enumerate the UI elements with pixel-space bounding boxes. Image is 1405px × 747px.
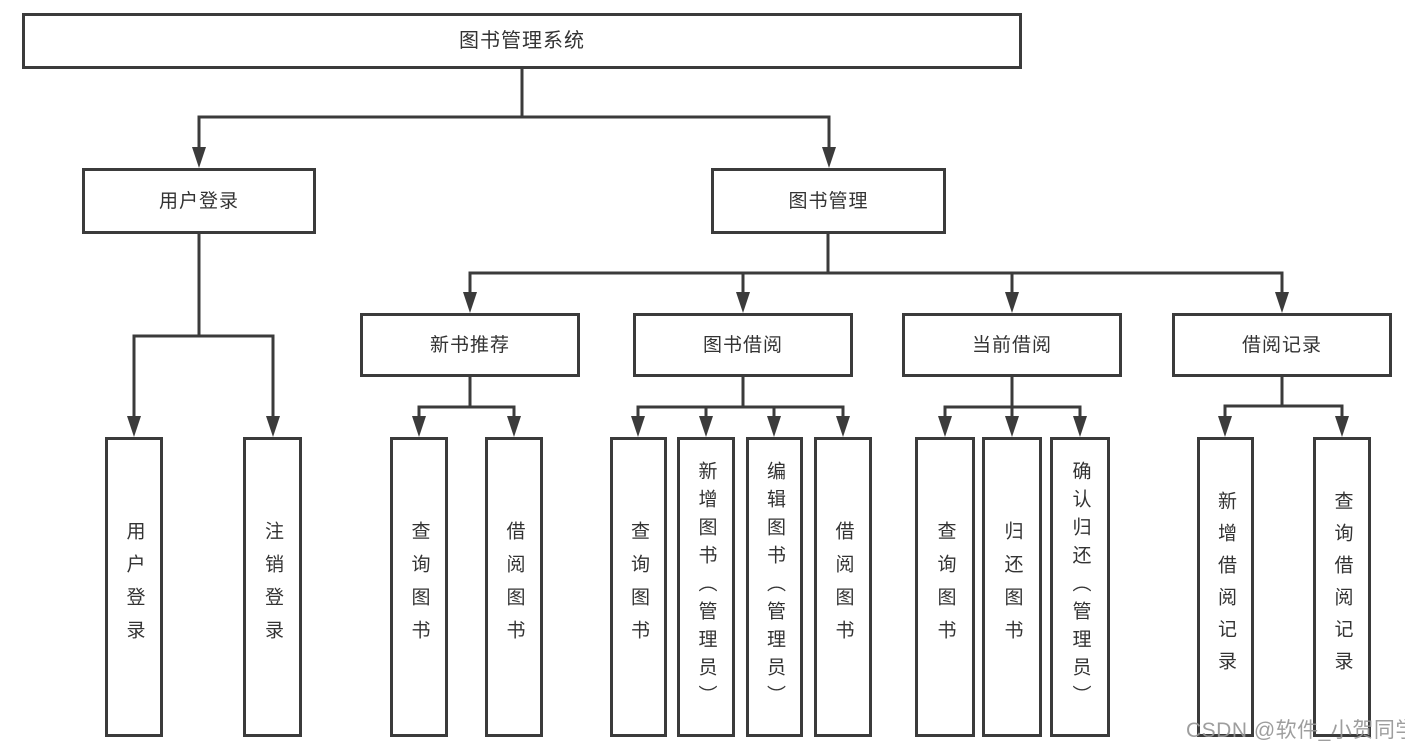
leaf-recommend-query-books: 查询图书 [390,437,448,737]
leaf-borrow-borrow-books: 借阅图书 [814,437,872,737]
connector-root-to-level2 [192,69,836,168]
leaf-borrow-add-book-admin: 新增图书（管理员） [677,437,735,737]
connector-user-login-to-children [127,234,280,437]
leaf-recommend-borrow-books: 借阅图书 [485,437,543,737]
leaf-borrow-edit-book-admin: 编辑图书（管理员） [746,437,803,737]
leaf-current-query-books: 查询图书 [915,437,975,737]
connector-recommend-to-leaves [412,377,521,437]
node-user-login: 用户登录 [82,168,316,234]
node-borrow-records: 借阅记录 [1172,313,1392,377]
node-current-borrow: 当前借阅 [902,313,1122,377]
node-new-book-recommend: 新书推荐 [360,313,580,377]
node-root-system: 图书管理系统 [22,13,1022,69]
leaf-logout: 注销登录 [243,437,302,737]
connector-borrow-to-leaves [631,377,850,437]
leaf-current-confirm-return-admin: 确认归还（管理员） [1050,437,1110,737]
leaf-records-query-record: 查询借阅记录 [1313,437,1371,737]
connector-records-to-leaves [1218,377,1349,437]
leaf-borrow-query-books: 查询图书 [610,437,667,737]
node-book-borrow: 图书借阅 [633,313,853,377]
leaf-records-add-record: 新增借阅记录 [1197,437,1254,737]
connector-current-to-leaves [938,377,1087,437]
connector-book-management-to-level3 [463,234,1289,313]
leaf-current-return-books: 归还图书 [982,437,1042,737]
csdn-watermark: CSDN @软件_小贺同学 [1186,719,1405,742]
leaf-user-login: 用户登录 [105,437,163,737]
node-book-management: 图书管理 [711,168,946,234]
